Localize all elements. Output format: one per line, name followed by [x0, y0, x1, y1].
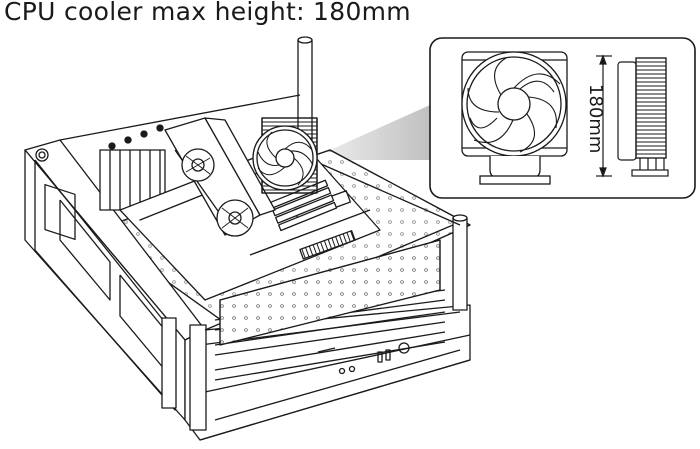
height-dimension — [596, 54, 612, 178]
chassis-illustration — [24, 36, 471, 441]
inset-panel: 180mm — [429, 37, 696, 199]
installed-cooler — [252, 117, 318, 194]
dimension-label: 180mm — [585, 84, 606, 153]
heatsink-side-view-icon — [617, 57, 669, 177]
fan-front-view-icon — [461, 51, 568, 185]
page-title: CPU cooler max height: 180mm — [4, 0, 411, 26]
callout-beam — [330, 105, 430, 160]
